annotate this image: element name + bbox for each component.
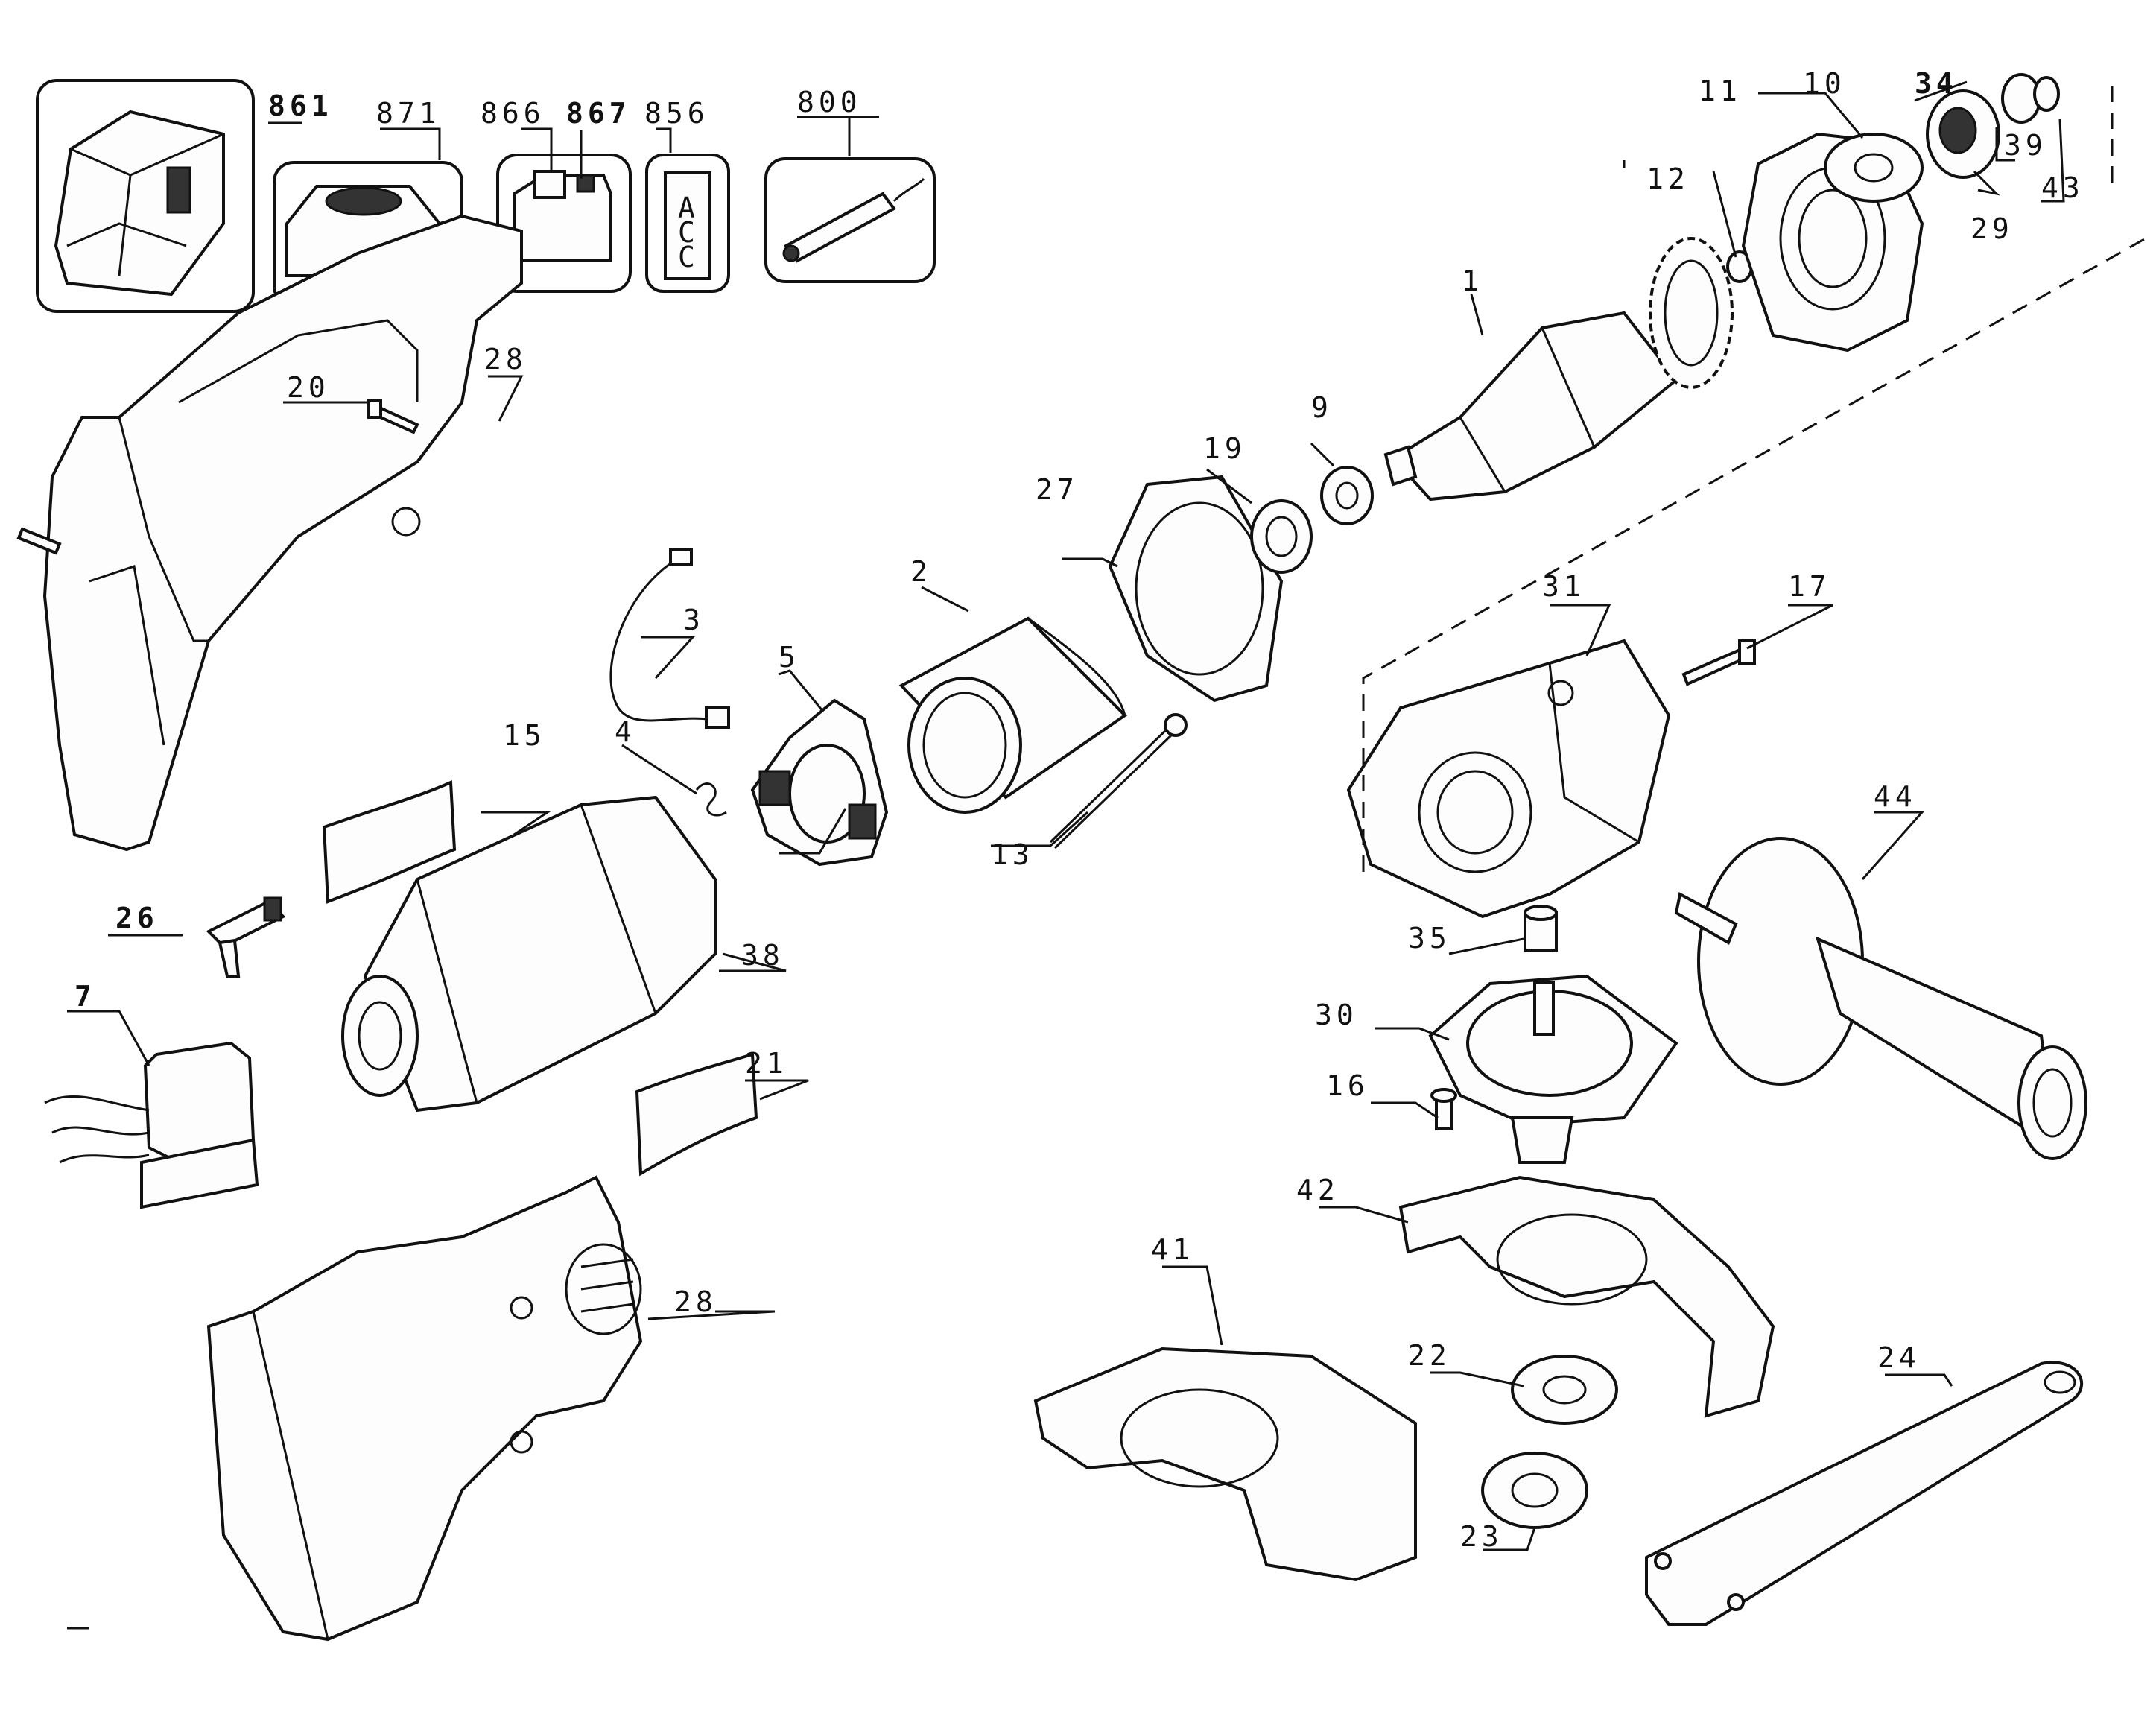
- spring-part-4: [695, 782, 727, 817]
- bearing-part-10: [1824, 133, 1924, 203]
- callout-12: 12: [1646, 162, 1690, 195]
- callout-16: 16: [1326, 1069, 1369, 1102]
- callout-5: 5: [779, 641, 800, 674]
- callout-22: 22: [1408, 1339, 1451, 1372]
- callout-856: 856: [644, 97, 709, 130]
- callout-861: 861: [268, 89, 333, 122]
- side-handle-part-44: [1674, 837, 2087, 1160]
- label-sheet-part-15: [322, 779, 457, 904]
- accessory-866-battery-pack: [496, 154, 632, 293]
- callout-15: 15: [503, 719, 546, 752]
- callout-10: 10: [1803, 67, 1846, 100]
- callout-13: 13: [991, 838, 1034, 871]
- switch-part-7: [44, 1041, 259, 1209]
- callout-31: 31: [1542, 570, 1585, 603]
- callout-27: 27: [1036, 473, 1079, 506]
- callout-numbers: 861 871 866 867 856 800 20 28 1 2 3 4 5 …: [74, 67, 2084, 1553]
- washer-part-9: [1320, 466, 1374, 525]
- callout-2: 2: [910, 555, 932, 588]
- callout-34: 34: [1915, 67, 1958, 100]
- callout-26: 26: [115, 902, 159, 934]
- callout-3: 3: [683, 604, 705, 636]
- assembly-dashed-line: [1362, 237, 2146, 872]
- leader-lines: [67, 80, 2065, 1630]
- lock-nut-part-23: [1481, 1452, 1588, 1529]
- gear-part-1: [1649, 237, 1734, 389]
- callout-28-top: 28: [484, 343, 527, 376]
- callout-44: 44: [1874, 780, 1917, 813]
- spindle-housing-part-30: [1428, 974, 1678, 1164]
- callout-871: 871: [376, 97, 441, 130]
- accessory-861-kit-box: [36, 79, 255, 313]
- callout-38: 38: [741, 939, 784, 972]
- callout-1: 1: [1462, 265, 1483, 297]
- screw-part-17: [1681, 639, 1756, 686]
- gear-case-part-31: [1346, 639, 1671, 919]
- callout-29: 29: [1970, 212, 2014, 245]
- label-letter-c1: C: [678, 216, 700, 249]
- callout-21: 21: [745, 1047, 788, 1080]
- callout-35: 35: [1408, 922, 1451, 955]
- callout-7: 7: [74, 980, 96, 1013]
- callout-23: 23: [1460, 1520, 1503, 1553]
- through-bolt-part-13: [1049, 713, 1188, 849]
- guard-part-42: [1398, 1175, 1775, 1418]
- switch-actuator-part-26: [206, 896, 286, 978]
- callout-24: 24: [1877, 1341, 1921, 1374]
- callout-19: 19: [1203, 432, 1246, 465]
- callout-43: 43: [2041, 171, 2084, 204]
- oring-part-43: [2033, 76, 2060, 112]
- label-sheet-part-21: [635, 1052, 758, 1177]
- screw-left-edge: [16, 527, 62, 555]
- field-stator-part-2: [898, 616, 1128, 814]
- callout-20: 20: [287, 371, 330, 404]
- callout-867: 867: [566, 97, 631, 130]
- motor-housing-part-38: [341, 795, 717, 1113]
- wire-lead-part-3: [609, 548, 730, 729]
- callout-11: 11: [1699, 75, 1742, 107]
- armature-part-1: [1383, 311, 1678, 501]
- label-letter-a: A: [678, 192, 700, 224]
- callout-41: 41: [1151, 1233, 1194, 1266]
- sleeve-part-35: [1524, 905, 1558, 952]
- label-letter-c2: C: [678, 241, 700, 273]
- callout-866: 866: [481, 97, 545, 130]
- screw-part-20: [367, 399, 419, 434]
- accessory-800-tool-pen: [764, 157, 936, 283]
- callout-39: 39: [2004, 129, 2047, 162]
- flange-part-22: [1511, 1355, 1618, 1425]
- callout-17: 17: [1788, 570, 1831, 603]
- callout-4: 4: [615, 715, 636, 748]
- housing-half-bottom: [206, 1175, 643, 1642]
- callout-30: 30: [1315, 999, 1358, 1031]
- callout-9: 9: [1311, 391, 1333, 424]
- callout-800: 800: [797, 86, 862, 118]
- spanner-wrench-part-24: [1645, 1361, 2084, 1626]
- guard-part-41: [1033, 1347, 1417, 1582]
- needle-bearing-part-29: [1926, 89, 2000, 179]
- accessory-856-label-card: A C C: [645, 154, 730, 293]
- bearing-part-19: [1250, 499, 1313, 574]
- brush-holder-part-5: [750, 698, 889, 867]
- callout-28-bottom: 28: [674, 1285, 717, 1318]
- housing-half-top: [42, 214, 523, 852]
- end-bracket-part-27: [1108, 475, 1284, 703]
- callout-42: 42: [1296, 1174, 1339, 1206]
- screw-part-16: [1430, 1088, 1457, 1130]
